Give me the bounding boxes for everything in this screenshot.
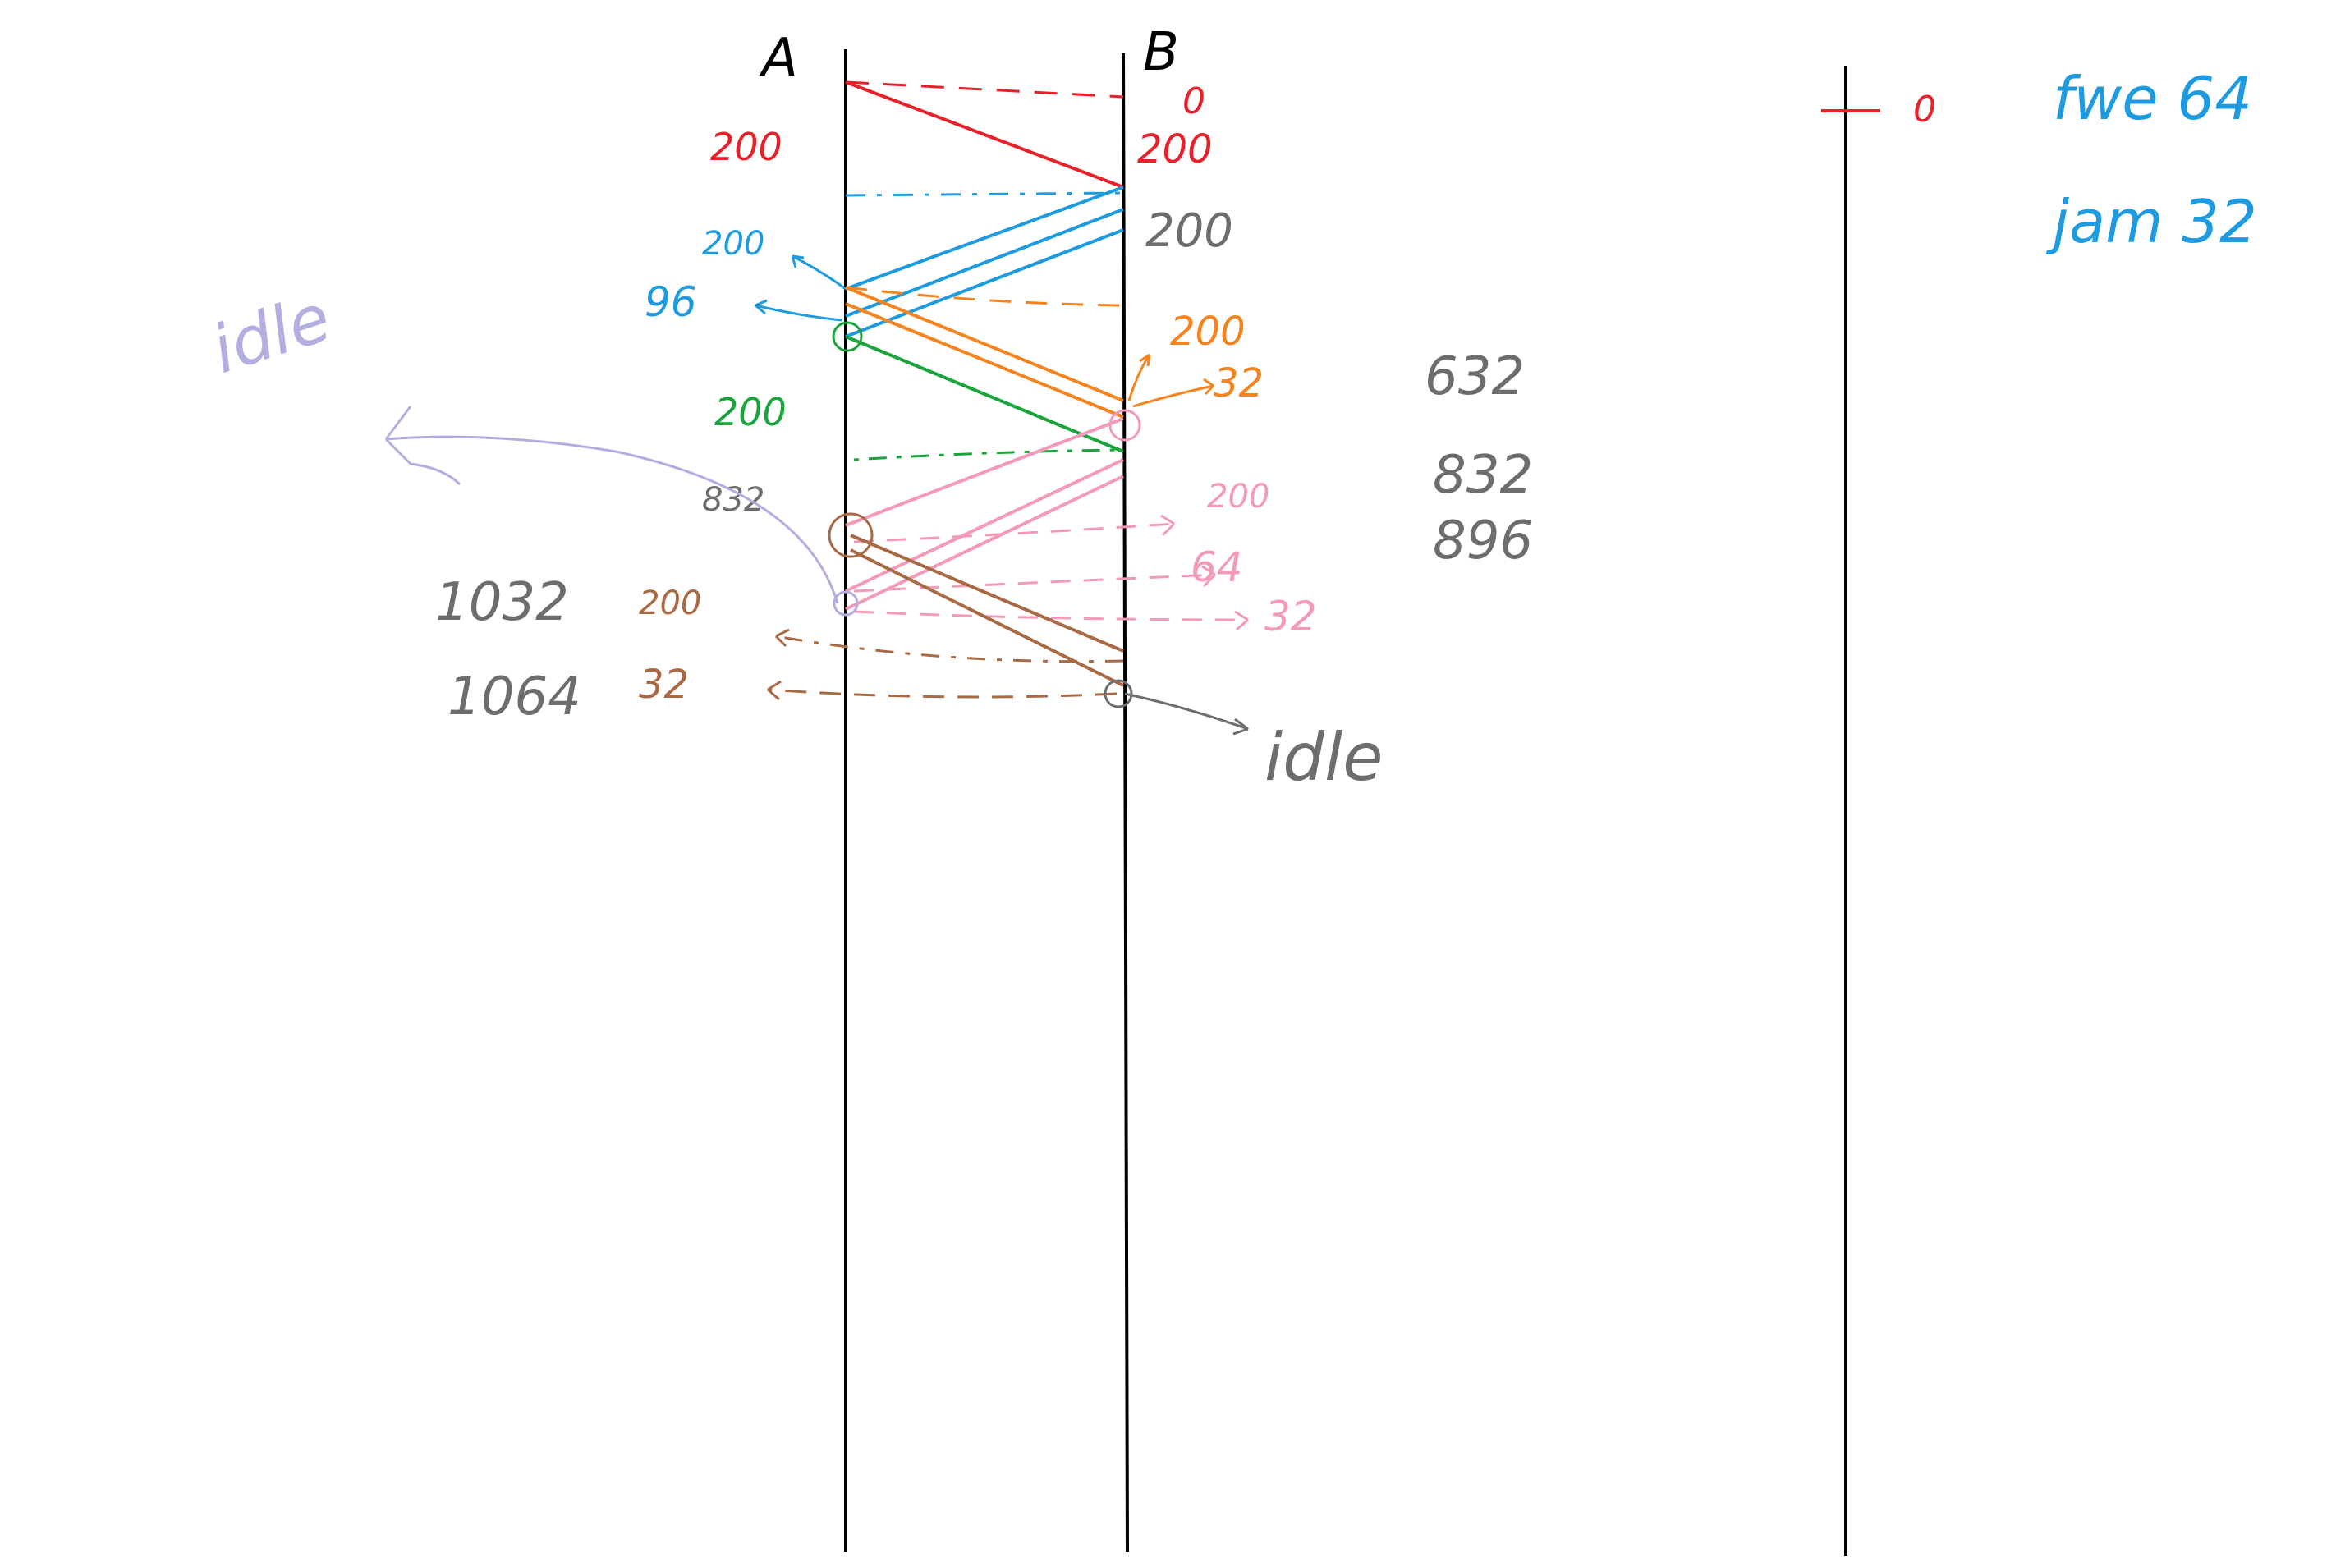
gray-1064-left: 1064 — [447, 667, 581, 727]
blue-arrow-lower — [755, 299, 842, 322]
gray-1032-left: 1032 — [435, 572, 569, 633]
brown-dashed-arrow-1 — [774, 628, 1124, 663]
gray-832: 832 — [1433, 445, 1533, 506]
brown-line-1 — [850, 534, 1124, 653]
gray-200-right: 200 — [1145, 204, 1233, 258]
blue-dashdot-line — [845, 191, 1124, 197]
brown-dashed-arrow-2 — [767, 680, 1118, 701]
label-a: A — [759, 28, 798, 89]
orange-arrow-up — [1127, 353, 1151, 401]
blue-line-1 — [845, 186, 1124, 291]
red-dashed-line — [845, 80, 1124, 99]
gray-896: 896 — [1433, 511, 1533, 571]
pink-dashed-1 — [853, 514, 1176, 543]
gray-collision-circle — [1104, 679, 1133, 708]
legend-line1: fwe 64 — [2053, 64, 2252, 133]
green-collision-circle — [832, 321, 863, 352]
brown-collision-circle — [828, 512, 874, 558]
red-200-right: 200 — [1137, 126, 1213, 172]
pink-200-right: 200 — [1207, 478, 1269, 516]
blue-arrow-upper — [791, 254, 847, 291]
orange-32-right: 32 — [1214, 360, 1264, 406]
blue-200-left: 200 — [702, 225, 764, 263]
idle-left: idle — [203, 279, 339, 388]
label-b: B — [1143, 22, 1179, 83]
green-dashed-line — [853, 448, 1124, 461]
orange-line-2 — [845, 302, 1124, 419]
orange-200-right: 200 — [1170, 309, 1246, 355]
green-line — [845, 335, 1124, 453]
red-0-right: 0 — [1182, 80, 1205, 122]
blue-line-3 — [845, 228, 1124, 338]
lavender-collision-circle — [833, 590, 859, 617]
brown-line-2 — [850, 548, 1124, 687]
pink-line-3 — [845, 475, 1124, 611]
blue-line-2 — [845, 208, 1124, 318]
pink-64-right: 64 — [1191, 543, 1243, 591]
orange-arrow-right — [1132, 378, 1215, 408]
gray-832-left: 832 — [702, 481, 764, 519]
orange-dashed-line — [845, 286, 1124, 307]
legend-line2: jam 32 — [2045, 187, 2257, 256]
pink-line-1 — [845, 417, 1124, 527]
pink-dashed-2 — [853, 565, 1217, 593]
brown-200-left: 200 — [639, 585, 701, 622]
timeline-b — [1122, 53, 1129, 1552]
brown-32-left: 32 — [639, 662, 689, 708]
green-200-left: 200 — [714, 390, 787, 434]
blue-96-left: 96 — [645, 278, 697, 326]
gray-632: 632 — [1425, 346, 1525, 407]
lavender-idle-arrow — [384, 406, 839, 604]
legend-zero: 0 — [1913, 89, 1936, 131]
gray-idle-arrow — [1124, 692, 1249, 736]
pink-dashed-3 — [853, 610, 1249, 631]
idle-right: idle — [1264, 719, 1383, 795]
pink-32-right: 32 — [1264, 593, 1317, 640]
red-200-left: 200 — [710, 125, 782, 169]
red-signal-line — [845, 80, 1124, 189]
pink-line-2 — [845, 458, 1124, 593]
orange-line-1 — [845, 286, 1124, 402]
